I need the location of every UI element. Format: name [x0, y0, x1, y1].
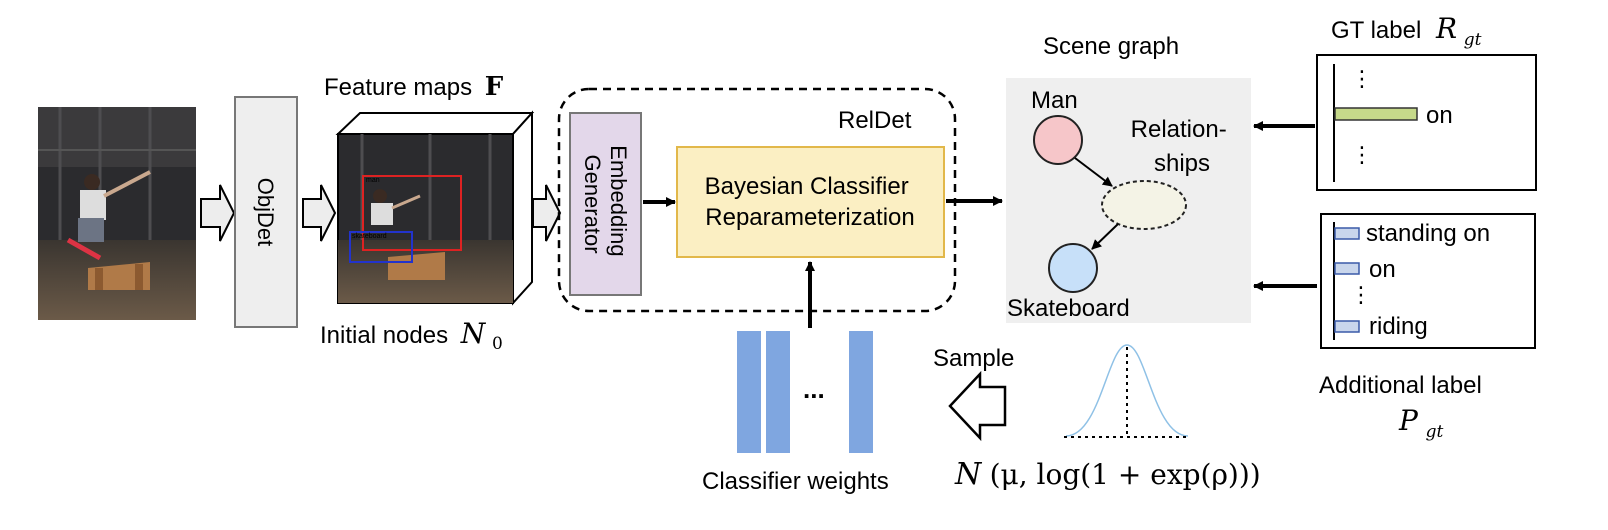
gt-label-title: GT label R gt [1331, 12, 1482, 50]
sample-arrow-hollow [948, 370, 1007, 442]
additional-label-symbol: P gt [1398, 404, 1444, 442]
additional-bar-standing-on [1334, 227, 1360, 240]
gaussian-distribution-icon [1064, 344, 1190, 438]
gt-bar-on [1334, 107, 1418, 121]
scene-graph-title: Scene graph [1043, 33, 1179, 60]
detection-label-man: man [366, 177, 380, 184]
gt-dots-top: ⋮ [1351, 66, 1373, 91]
gt-label-box [1316, 54, 1537, 191]
classifier-weights-label: Classifier weights [702, 468, 889, 495]
additional-label-title: Additional label [1319, 372, 1482, 399]
relationships-label: Relation- ships [1131, 116, 1234, 177]
weights-ellipsis: ... [803, 374, 825, 404]
gt-bar-label: on [1426, 102, 1453, 129]
flow-arrow-hollow [200, 184, 236, 242]
node-skateboard-label: Skateboard [1007, 295, 1130, 322]
objdet-box [234, 96, 298, 328]
feature-map-cube: man skateboard [335, 110, 535, 306]
edge-man-to-relation [1074, 157, 1113, 187]
flow-arrow-hollow [532, 184, 562, 242]
detection-label-skateboard: skateboard [352, 233, 387, 240]
bayesian-classifier-label: Bayesian Classifier Reparameterization [705, 173, 916, 231]
relationship-node [1101, 180, 1187, 230]
node-skateboard [1048, 243, 1098, 293]
distribution-formula: N (μ, log(1 + exp(ρ))) [954, 457, 1261, 492]
additional-item-riding: riding [1369, 313, 1428, 340]
node-man-label: Man [1031, 87, 1078, 114]
classifier-weights [737, 331, 873, 453]
weight-column [766, 331, 790, 453]
input-photo [38, 107, 196, 320]
weight-column [737, 331, 761, 453]
edge-relation-to-skateboard [1091, 223, 1119, 250]
additional-bar-riding [1334, 320, 1360, 333]
additional-bar-on [1334, 262, 1360, 275]
reldet-label: RelDet [838, 107, 912, 134]
additional-item-standing-on: standing on [1366, 220, 1490, 247]
additional-item-on: on [1369, 256, 1396, 283]
node-man [1033, 115, 1083, 165]
flow-arrow-hollow [302, 184, 337, 242]
objdet-label: ObjDet [253, 178, 278, 246]
weight-column [849, 331, 873, 453]
gt-dots-bottom: ⋮ [1351, 142, 1373, 167]
bayesian-classifier-box [676, 146, 945, 258]
initial-nodes-label: Initial nodes N 0 [320, 317, 503, 354]
embedding-label: Embedding Generator [580, 145, 631, 262]
feature-maps-label: Feature maps F [324, 72, 504, 102]
additional-dots: ⋮ [1350, 282, 1372, 307]
sample-label: Sample [933, 345, 1014, 372]
embedding-generator-box [569, 112, 642, 296]
